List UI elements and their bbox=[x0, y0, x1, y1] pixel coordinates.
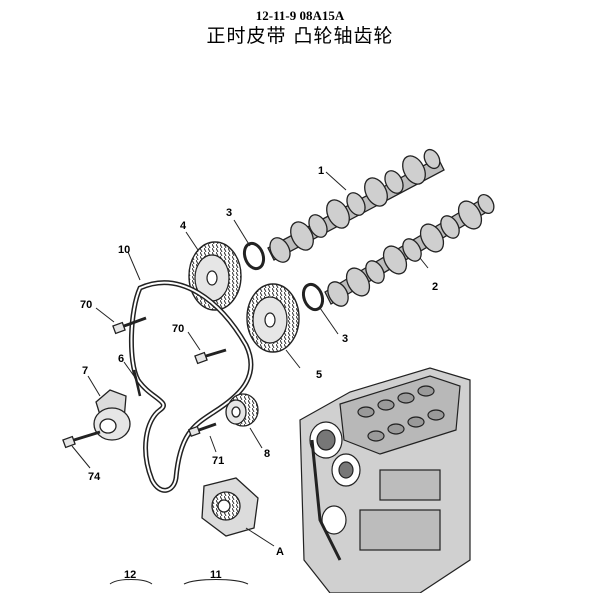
callout-70-right: 70 bbox=[172, 323, 184, 335]
callout-4: 4 bbox=[180, 220, 187, 232]
callout-5: 5 bbox=[316, 369, 322, 381]
oil-seal-lower bbox=[301, 282, 325, 312]
document-title: 正时皮带 凸轮轴齿轮 bbox=[206, 25, 394, 47]
bolt-74 bbox=[62, 430, 101, 449]
callout-3-upper: 3 bbox=[226, 207, 232, 219]
camshaft-2 bbox=[324, 194, 495, 307]
bolt-70-right bbox=[194, 348, 227, 365]
engine-assembly bbox=[299, 367, 471, 593]
timing-belt-10 bbox=[129, 280, 254, 493]
camshaft-sprocket-4 bbox=[188, 241, 242, 311]
title-block: 12-11-9 08A15A 正时皮带 凸轮轴齿轮 bbox=[0, 8, 600, 48]
callout-1: 1 bbox=[318, 165, 324, 177]
timing-belt-inner bbox=[130, 281, 252, 492]
callout-6: 6 bbox=[118, 353, 124, 365]
bolt-70-left bbox=[112, 316, 147, 335]
water-pump bbox=[201, 477, 259, 537]
callout-7: 7 bbox=[82, 365, 88, 377]
camshaft-sprocket-5 bbox=[246, 283, 300, 353]
camshaft-1 bbox=[267, 148, 445, 263]
leader-lines bbox=[71, 171, 429, 585]
callout-10: 10 bbox=[118, 244, 130, 256]
document-code: 12-11-9 08A15A bbox=[255, 8, 345, 23]
callout-12: 12 bbox=[124, 569, 136, 581]
callout-labels: 1 2 3 3 4 5 6 7 8 10 70 70 71 74 A 12 11 bbox=[80, 165, 438, 581]
oil-seal-upper bbox=[242, 241, 266, 271]
callout-3-lower: 3 bbox=[342, 333, 348, 345]
callout-A: A bbox=[276, 546, 284, 558]
callout-8: 8 bbox=[264, 448, 270, 460]
callout-2: 2 bbox=[432, 281, 438, 293]
belt-tensioner-7 bbox=[93, 389, 131, 441]
callout-74: 74 bbox=[88, 471, 101, 483]
callout-70-left: 70 bbox=[80, 299, 92, 311]
callout-11: 11 bbox=[210, 569, 222, 581]
stud-6 bbox=[132, 369, 142, 397]
idler-pulley-8 bbox=[225, 393, 259, 427]
callout-71: 71 bbox=[212, 455, 224, 467]
bolt-71 bbox=[188, 422, 217, 438]
